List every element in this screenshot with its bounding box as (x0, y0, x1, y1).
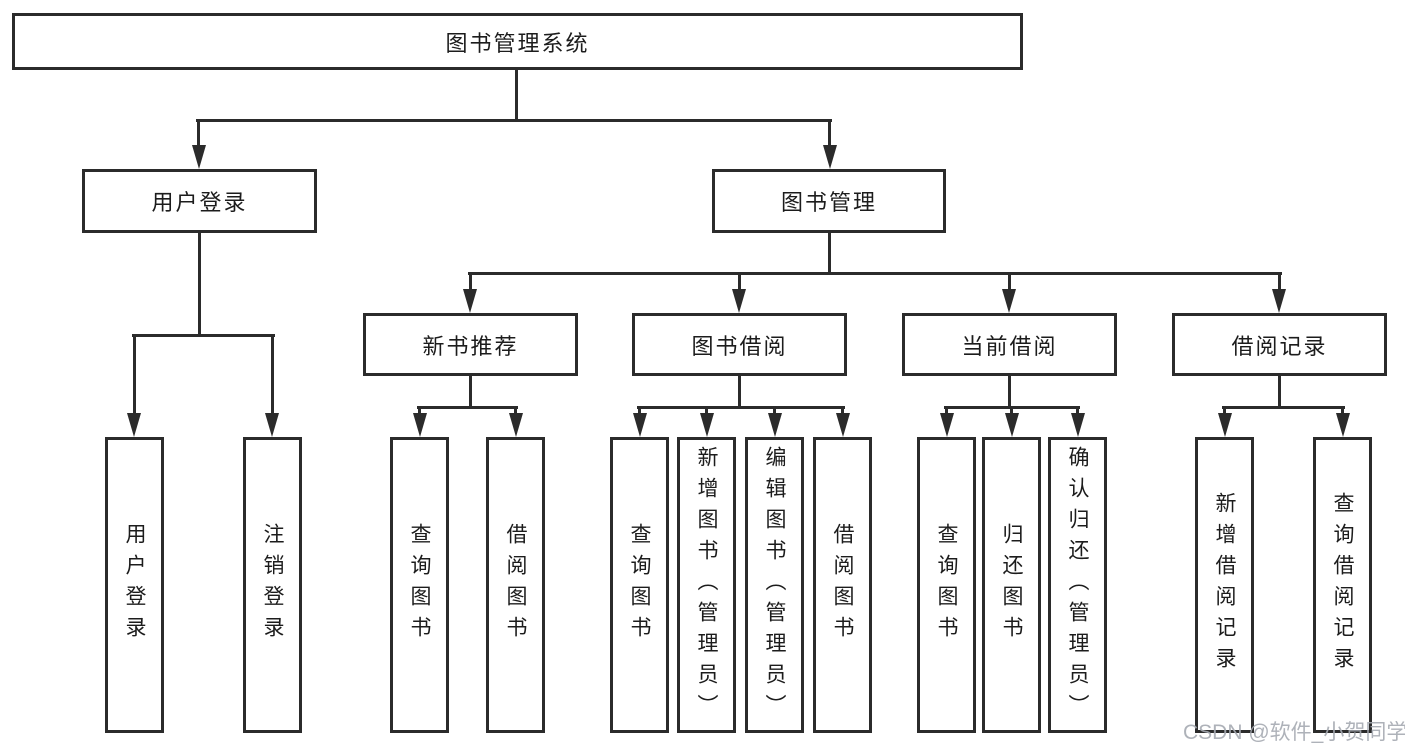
arrow-down-icon (1005, 413, 1019, 437)
leaf-add-books-admin-label: 新增图书（管理员） (695, 445, 718, 725)
connector-line (1222, 406, 1345, 409)
leaf-query-books-1-label: 查询图书 (408, 523, 431, 647)
leaf-return-books: 归还图书 (982, 437, 1041, 733)
connector-line (738, 272, 741, 294)
arrow-down-icon (940, 413, 954, 437)
leaf-query-books-3-label: 查询图书 (935, 523, 958, 647)
leaf-query-books-1: 查询图书 (390, 437, 449, 733)
leaf-confirm-return-admin-label: 确认归还（管理员） (1066, 445, 1089, 725)
connector-line (1223, 406, 1226, 418)
leaf-edit-books-admin: 编辑图书（管理员） (745, 437, 804, 733)
arrow-down-icon (192, 145, 206, 169)
node-book-borrow: 图书借阅 (632, 313, 847, 376)
leaf-query-books-2-label: 查询图书 (628, 523, 651, 647)
arrow-down-icon (413, 413, 427, 437)
connector-line (132, 334, 275, 337)
connector-line (133, 334, 136, 418)
connector-line (1278, 272, 1281, 294)
connector-line (196, 119, 832, 122)
connector-line (198, 233, 201, 337)
connector-line (417, 406, 518, 409)
leaf-query-borrow-record: 查询借阅记录 (1313, 437, 1372, 733)
leaf-query-books-2: 查询图书 (610, 437, 669, 733)
connector-line (828, 119, 831, 150)
node-current-borrow: 当前借阅 (902, 313, 1117, 376)
leaf-user-login: 用户登录 (105, 437, 164, 733)
connector-line (828, 233, 831, 275)
node-borrow-records: 借阅记录 (1172, 313, 1387, 376)
node-book-management-label: 图书管理 (780, 190, 877, 215)
arrow-down-icon (1002, 289, 1016, 313)
node-book-management: 图书管理 (712, 169, 946, 233)
connector-line (418, 406, 421, 418)
arrow-down-icon (265, 413, 279, 437)
connector-line (1076, 406, 1079, 418)
connector-line (637, 406, 845, 409)
leaf-return-books-label: 归还图书 (1000, 523, 1023, 647)
connector-line (271, 334, 274, 418)
connector-line (705, 406, 708, 418)
arrow-down-icon (1071, 413, 1085, 437)
connector-line (1278, 376, 1281, 409)
csdn-watermark: CSDN @软件_小贺同学 (1183, 721, 1405, 744)
node-new-book-recommend: 新书推荐 (363, 313, 578, 376)
connector-line (1010, 406, 1013, 418)
leaf-query-books-3: 查询图书 (917, 437, 976, 733)
arrow-down-icon (732, 289, 746, 313)
connector-line (1008, 272, 1011, 294)
arrow-down-icon (1218, 413, 1232, 437)
leaf-borrow-books-1: 借阅图书 (486, 437, 545, 733)
arrow-down-icon (633, 413, 647, 437)
connector-line (773, 406, 776, 418)
leaf-user-login-label: 用户登录 (123, 523, 146, 647)
arrow-down-icon (463, 289, 477, 313)
arrow-down-icon (127, 413, 141, 437)
leaf-borrow-books-2-label: 借阅图书 (831, 523, 854, 647)
node-current-borrow-label: 当前借阅 (961, 333, 1058, 359)
node-book-borrow-label: 图书借阅 (691, 333, 788, 359)
arrow-down-icon (1272, 289, 1286, 313)
arrow-down-icon (700, 413, 714, 437)
node-root: 图书管理系统 (12, 13, 1023, 70)
connector-line (469, 376, 472, 409)
leaf-add-borrow-record-label: 新增借阅记录 (1213, 492, 1236, 678)
leaf-borrow-books-1-label: 借阅图书 (504, 523, 527, 647)
leaf-borrow-books-2: 借阅图书 (813, 437, 872, 733)
node-user-login: 用户登录 (82, 169, 317, 233)
leaf-logout-label: 注销登录 (261, 523, 284, 647)
connector-line (197, 119, 200, 150)
connector-line (738, 376, 741, 409)
arrow-down-icon (509, 413, 523, 437)
arrow-down-icon (823, 145, 837, 169)
node-borrow-records-label: 借阅记录 (1231, 333, 1328, 359)
connector-line (841, 406, 844, 418)
arrow-down-icon (1336, 413, 1350, 437)
node-user-login-label: 用户登录 (151, 190, 248, 215)
leaf-add-books-admin: 新增图书（管理员） (677, 437, 736, 733)
leaf-add-borrow-record: 新增借阅记录 (1195, 437, 1254, 733)
connector-line (515, 70, 518, 122)
node-new-book-recommend-label: 新书推荐 (422, 333, 519, 359)
node-root-label: 图书管理系统 (445, 30, 590, 56)
connector-line (514, 406, 517, 418)
connector-line (638, 406, 641, 418)
leaf-confirm-return-admin: 确认归还（管理员） (1048, 437, 1107, 733)
arrow-down-icon (836, 413, 850, 437)
connector-line (468, 272, 1282, 275)
leaf-query-borrow-record-label: 查询借阅记录 (1331, 492, 1354, 678)
connector-line (945, 406, 948, 418)
leaf-edit-books-admin-label: 编辑图书（管理员） (763, 445, 786, 725)
leaf-logout: 注销登录 (243, 437, 302, 733)
connector-line (1341, 406, 1344, 418)
arrow-down-icon (768, 413, 782, 437)
connector-line (1008, 376, 1011, 409)
connector-line (469, 272, 472, 294)
